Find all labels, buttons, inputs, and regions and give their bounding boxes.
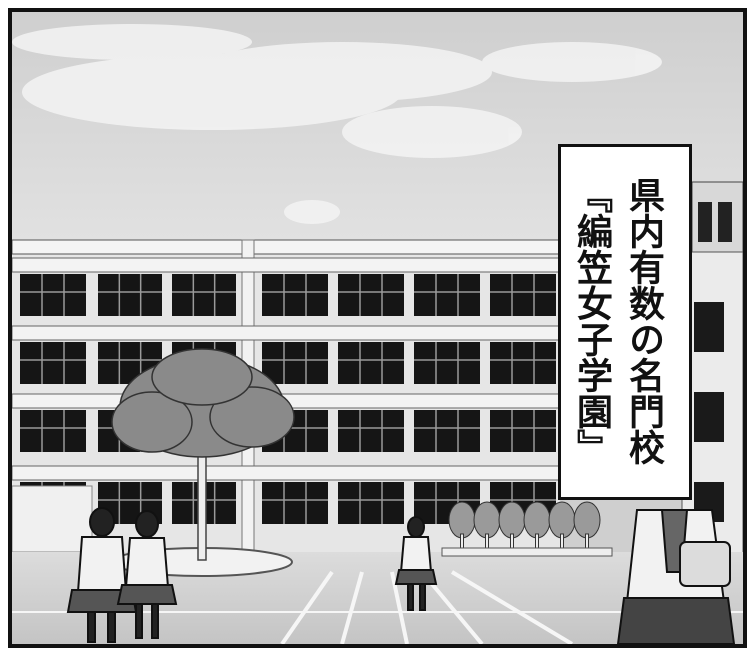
manga-panel: 県内有数の名門校 『編笠女子学園』 (8, 8, 747, 648)
students (66, 507, 736, 644)
hedge (12, 485, 93, 553)
school-scene-illustration (12, 12, 743, 644)
student-center (394, 516, 438, 611)
small-tree-planter (441, 547, 613, 557)
student-left-2 (116, 510, 178, 639)
student-foreground-right (616, 509, 736, 644)
caption-box: 県内有数の名門校 『編笠女子学園』 (558, 144, 692, 500)
small-trees (448, 501, 601, 551)
caption-line-1: 県内有数の名門校 (623, 177, 664, 465)
clouds (12, 24, 662, 224)
caption-line-2: 『編笠女子学園』 (571, 177, 612, 465)
